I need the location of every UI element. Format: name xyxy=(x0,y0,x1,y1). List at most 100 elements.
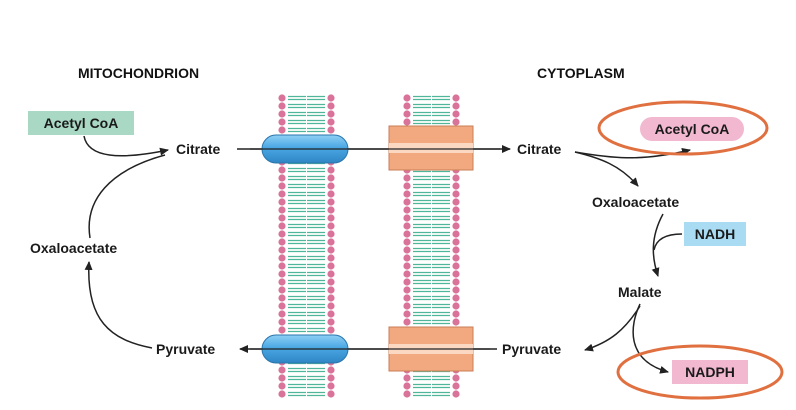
lipid-tail xyxy=(288,119,306,125)
lipid-tail xyxy=(288,127,306,133)
lipid-tail xyxy=(413,191,431,197)
lipid-tail xyxy=(288,311,306,317)
lipid-head xyxy=(327,110,335,118)
lipid-tail xyxy=(413,103,431,109)
malate-to-pyruvate-arrow xyxy=(584,305,641,352)
lipid-head xyxy=(327,382,335,390)
lipid-tail xyxy=(432,247,450,253)
lipid-tail xyxy=(288,367,306,373)
lipid-tail xyxy=(288,263,306,269)
malate-label: Malate xyxy=(618,284,662,300)
lipid-head xyxy=(327,302,335,310)
lipid-head xyxy=(403,174,411,182)
lipid-head xyxy=(452,270,460,278)
acetyl-coa-left-label: Acetyl CoA xyxy=(44,115,119,131)
acetyl-coa-highlight-ring xyxy=(597,100,769,156)
lipid-tail xyxy=(288,103,306,109)
lipid-head xyxy=(278,126,286,134)
lipid-tail xyxy=(432,239,450,245)
lipid-head xyxy=(327,318,335,326)
lipid-head xyxy=(403,270,411,278)
lipid-head xyxy=(452,382,460,390)
lipid-head xyxy=(278,230,286,238)
lipid-head xyxy=(403,318,411,326)
lipid-head xyxy=(278,310,286,318)
lipid-head xyxy=(452,262,460,270)
lipid-head xyxy=(327,118,335,126)
lipid-head xyxy=(327,206,335,214)
nadph-highlight-ring xyxy=(616,344,784,400)
lipid-tail xyxy=(432,207,450,213)
lipid-tail xyxy=(432,199,450,205)
lipid-tail xyxy=(307,271,325,277)
lipid-tail xyxy=(432,183,450,189)
lipid-head xyxy=(327,222,335,230)
lipid-head xyxy=(327,198,335,206)
lipid-head xyxy=(327,182,335,190)
lipid-head xyxy=(278,366,286,374)
lipid-tail xyxy=(413,247,431,253)
lipid-tail xyxy=(288,95,306,101)
lipid-tail xyxy=(288,303,306,309)
lipid-tail xyxy=(413,375,431,381)
lipid-tail xyxy=(432,319,450,325)
lipid-tail xyxy=(307,263,325,269)
lipid-tail xyxy=(288,167,306,173)
oxaloacetate-left-label: Oxaloacetate xyxy=(30,240,117,256)
lipid-head xyxy=(452,206,460,214)
lipid-head xyxy=(327,262,335,270)
pyruvate-to-oxaloacetate-arrow xyxy=(84,261,153,349)
lipid-head xyxy=(452,286,460,294)
nadph-label: NADPH xyxy=(685,364,735,380)
lipid-head xyxy=(278,190,286,198)
lipid-tail xyxy=(432,119,450,125)
lipid-head xyxy=(452,318,460,326)
lipid-tail xyxy=(413,95,431,101)
lipid-head xyxy=(327,286,335,294)
citrate-left-label: Citrate xyxy=(176,141,221,157)
lipid-head xyxy=(278,182,286,190)
lipid-tail xyxy=(288,215,306,221)
lipid-tail xyxy=(307,391,325,397)
lipid-head xyxy=(327,374,335,382)
lipid-head xyxy=(403,198,411,206)
lipid-head xyxy=(327,390,335,398)
nadph-box xyxy=(672,360,748,384)
lipid-tail xyxy=(307,311,325,317)
lipid-head xyxy=(403,110,411,118)
lipid-head xyxy=(452,102,460,110)
lipid-tail xyxy=(413,271,431,277)
lipid-tail xyxy=(413,279,431,285)
lipid-tail xyxy=(288,239,306,245)
oxaloacetate-right-label: Oxaloacetate xyxy=(592,194,679,210)
lipid-tail xyxy=(307,103,325,109)
lipid-tail xyxy=(288,175,306,181)
lipid-head xyxy=(278,174,286,182)
lipid-tail xyxy=(413,295,431,301)
lipid-tail xyxy=(413,231,431,237)
acetyl-coa-to-citrate-arrow xyxy=(83,135,169,157)
lipid-tail xyxy=(413,263,431,269)
lipid-tail xyxy=(432,271,450,277)
lipid-tail xyxy=(413,239,431,245)
lipid-tail xyxy=(432,279,450,285)
lipid-tail xyxy=(413,287,431,293)
lipid-head xyxy=(403,214,411,222)
lipid-tail xyxy=(432,191,450,197)
acetyl-coa-right-label: Acetyl CoA xyxy=(655,121,730,137)
lipid-tail xyxy=(432,295,450,301)
lipid-tail xyxy=(288,279,306,285)
lipid-head xyxy=(278,110,286,118)
lipid-head xyxy=(403,190,411,198)
lipid-tail xyxy=(288,247,306,253)
lipid-head xyxy=(403,294,411,302)
lipid-head xyxy=(327,126,335,134)
lipid-tail xyxy=(288,183,306,189)
lipid-tail xyxy=(288,287,306,293)
lipid-head xyxy=(278,278,286,286)
lipid-head xyxy=(278,214,286,222)
lipid-head xyxy=(403,286,411,294)
lipid-head xyxy=(327,366,335,374)
lipid-tail xyxy=(413,183,431,189)
